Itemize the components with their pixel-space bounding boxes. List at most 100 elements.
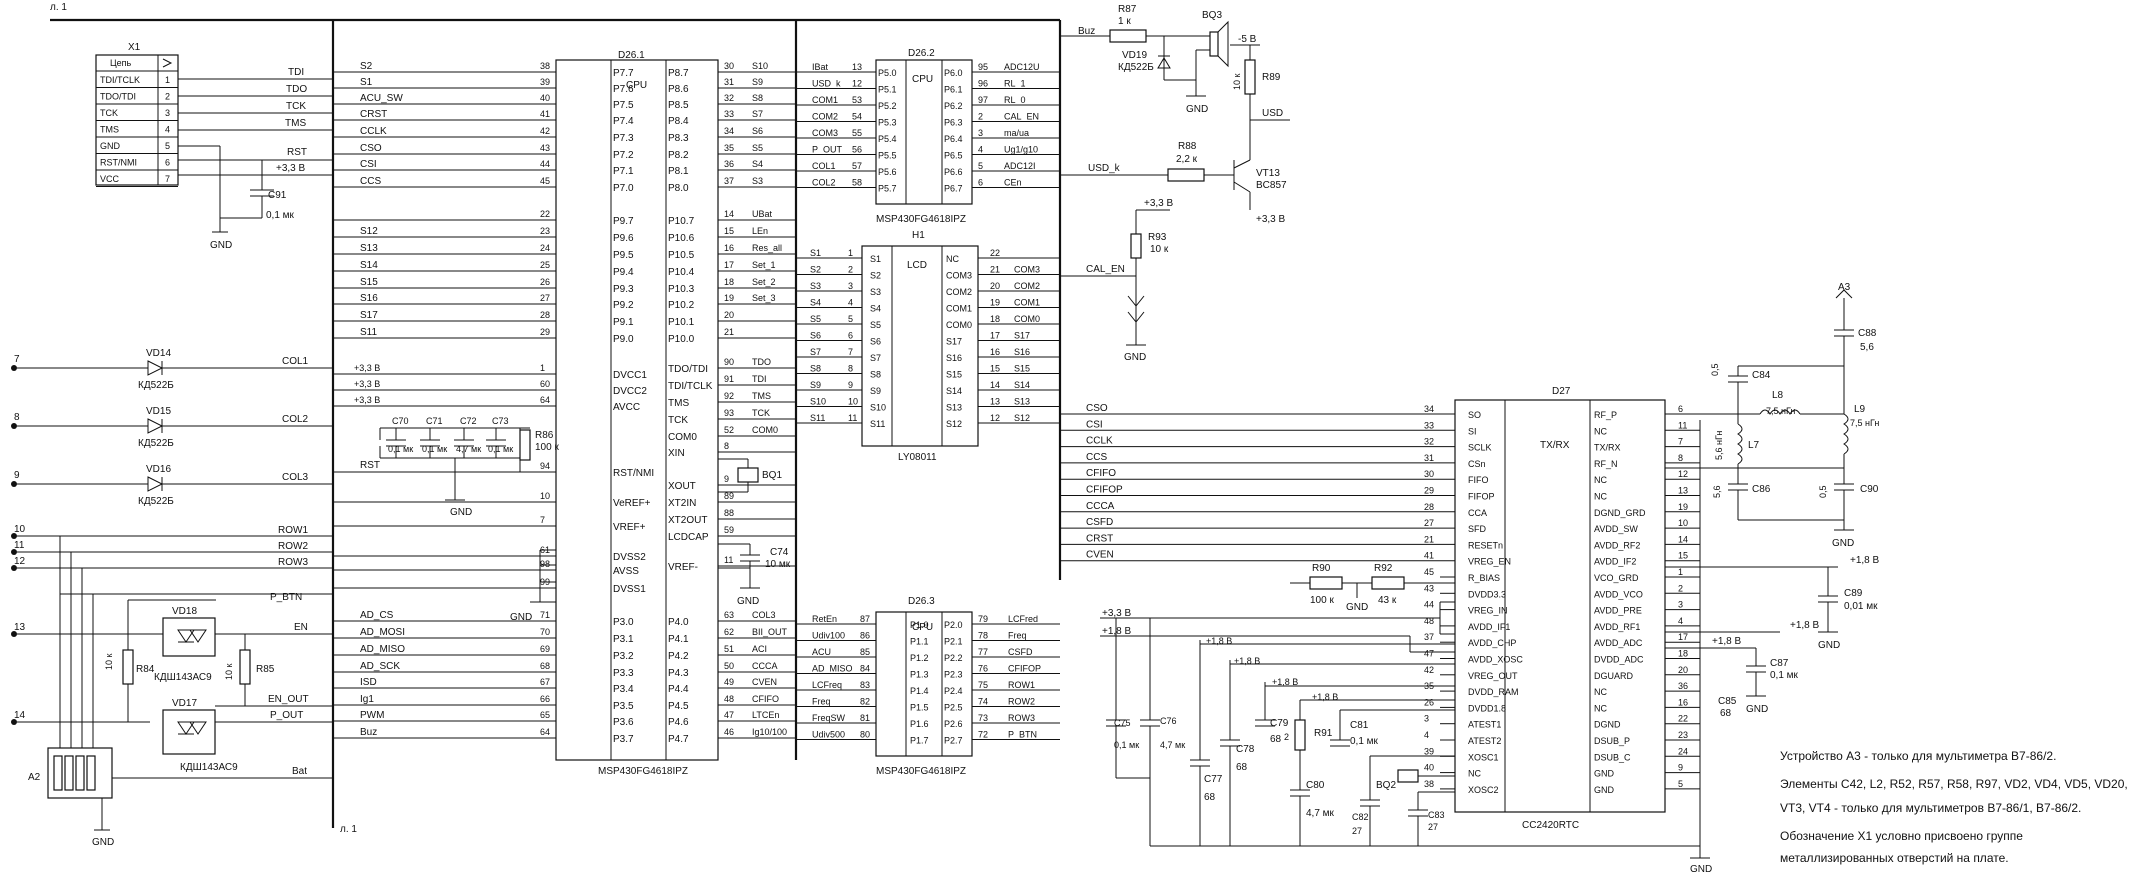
lcd-pin-net: S14 [1014,380,1030,390]
d261-pin-net: S6 [752,126,763,136]
d261-pin-net: Buz [360,727,377,738]
d261-pin-num: 66 [540,694,550,704]
d261-pin-name: P9.4 [613,267,634,278]
d263-pin-net: RetEn [812,614,837,624]
c88-ref: C88 [1858,328,1877,339]
cal-net: CAL_EN [1086,264,1125,275]
lcd-pin-name: COM0 [946,320,972,330]
d261-pin-name: LCDCAP [668,532,709,543]
d262-pin-name: P6.5 [944,151,963,161]
net-en-label: EN [294,622,308,633]
d263-pin-name: P1.1 [910,637,929,647]
d27-pin-num: 13 [1678,486,1688,496]
note-line-1: Устройство A3 - только для мультиметра B… [1780,749,2056,763]
d261-pin-name: P7.5 [613,100,634,111]
d261-pin-name: P3.6 [613,717,634,728]
d27-pin-num: 19 [1678,502,1688,512]
d27-pin-name: DVDD_ADC [1594,655,1644,665]
d262-pin-name: P6.6 [944,167,963,177]
net-bat-label: Bat [292,766,307,777]
d261-pin-num: 65 [540,710,550,720]
d261-pin-name: XT2IN [668,498,696,509]
d261-pin-net: Ig1 [360,694,374,705]
d27-pin-name: AVDD_PRE [1594,606,1642,616]
d261-pin-num: 19 [724,293,734,303]
d261-pin-name: TMS [668,398,689,409]
d261-pin-net: CCLK [360,126,387,137]
d27-pin-num: 17 [1678,632,1688,642]
c83-value: 27 [1428,822,1438,832]
wire-terminal [11,533,17,539]
d261-pin-num: 51 [724,644,734,654]
d261-pin-net: Set_1 [752,260,776,270]
d27-pin-name: CCA [1468,508,1487,518]
left-lower-circuit: P_BTN 13 EN 14 VD18 КДШ143АС9 VD17 КДШ14… [11,536,333,848]
d27-pin-num: 36 [1678,681,1688,691]
d261-pin-net: AD_CS [360,610,394,621]
d261-pin-num: 93 [724,408,734,418]
d261-pin-net: TMS [752,391,771,401]
d262-pin-net: USD_k [812,79,841,89]
x1-row-pin: 4 [165,125,170,135]
lcd-pin-num: 15 [990,364,1000,374]
d263-pin-name: P1.0 [910,620,929,630]
d27-pin-num: 44 [1424,600,1434,610]
d261-pin-net: ACI [752,644,767,654]
d27-pin-num: 3 [1678,600,1683,610]
lcd-pin-num: 6 [848,331,853,341]
d261-pin-num: 68 [540,661,550,671]
c90-ref: C90 [1860,484,1879,495]
lcd-pin-num: 16 [990,347,1000,357]
d27-pin-name: DSUB_P [1594,736,1630,746]
d261-pin-num: 24 [540,243,550,253]
chip-d26-1: D26.1 CPU MSP430FG4618IPZ 38P7.7S239P7.6… [333,50,796,777]
d261-pin-name: P8.1 [668,166,689,177]
d261-pin-name: P4.4 [668,684,689,695]
d262-pin-name: P6.4 [944,134,963,144]
d261-pin-net: S2 [360,61,373,72]
d27-pin-num: 41 [1424,551,1434,561]
d261-pin-num: 64 [540,727,550,737]
d263-pin-name: P2.1 [944,637,963,647]
d27-pin-num: 1 [1678,567,1683,577]
d27-pin-num: 27 [1424,518,1434,528]
lcd-pin-net: S9 [810,380,821,390]
x1-row-name: TDO/TDI [100,92,136,102]
d261-pin-name: DVSS2 [613,552,646,563]
avdd-rf1-supply: +1,8 В [1790,620,1820,631]
cap-value: 0,1 мк [388,444,413,454]
d261-pin-name: P9.2 [613,300,634,311]
d261-pin-num: 40 [540,93,550,103]
d27-pin-net: CFIFO [1086,468,1116,479]
wire-13-label: 13 [14,622,26,633]
d261-pin-num: 28 [540,310,550,320]
d27-supply-33: +3,3 В [1102,608,1132,619]
d261-pin-net: Set_3 [752,293,776,303]
diode-net: COL3 [282,472,309,483]
d261-rst-net: RST [360,460,380,471]
c87-value: 0,1 мк [1770,670,1799,681]
a3-ref: A3 [1838,282,1851,293]
d262-pin-num: 53 [852,95,862,105]
d261-pin-num: 52 [724,425,734,435]
d261-pin-name: P4.5 [668,701,689,712]
l8-ref: L8 [1772,390,1784,401]
bq3-speaker [1209,31,1219,57]
d27-pin-num: 33 [1424,420,1434,430]
d261-pin-name: DVCC2 [613,386,647,397]
lcd-pin-name: COM3 [946,271,972,281]
d261-pin-name: P7.1 [613,166,634,177]
d262-pin-num: 95 [978,62,988,72]
c75-value: 0,1 мк [1114,740,1139,750]
d263-pin-net: Freq [1008,631,1027,641]
d261-pin-num: 15 [724,226,734,236]
x1-gnd: GND [210,240,232,251]
wire-14-label: 14 [14,710,26,721]
d262-pin-name: P5.4 [878,134,897,144]
d262-cpu-label: CPU [912,74,933,85]
c78-value: 68 [1236,762,1248,773]
note-line-5: металлизированных отверстий на плате. [1780,851,2009,865]
x1-row-name: TCK [100,108,118,118]
d261-pin-num: 18 [724,277,734,287]
lcd-pin-num: 4 [848,298,853,308]
